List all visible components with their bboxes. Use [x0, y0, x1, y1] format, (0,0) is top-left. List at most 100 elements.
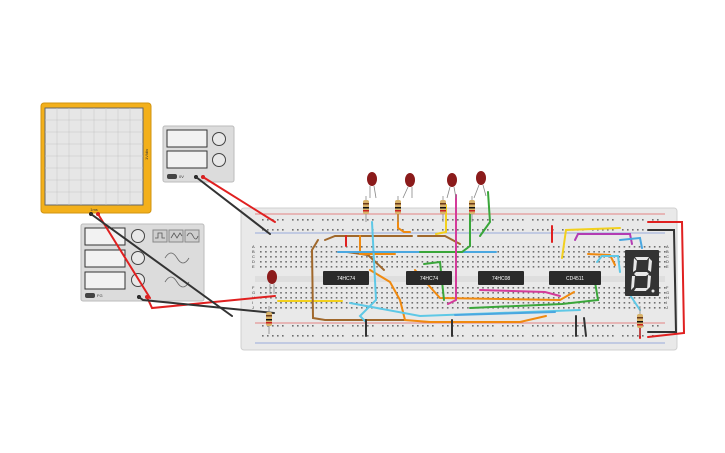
breadboard-hole[interactable] — [411, 246, 414, 248]
breadboard-hole[interactable] — [305, 287, 308, 289]
breadboard-hole[interactable] — [567, 325, 569, 327]
breadboard-hole[interactable] — [522, 261, 525, 263]
breadboard-hole[interactable] — [270, 251, 272, 253]
breadboard-hole[interactable] — [507, 266, 510, 268]
breadboard-hole[interactable] — [320, 256, 323, 258]
breadboard-hole[interactable] — [421, 292, 424, 294]
breadboard-hole[interactable] — [300, 261, 302, 263]
breadboard-hole[interactable] — [350, 307, 353, 309]
breadboard-hole[interactable] — [532, 335, 534, 337]
breadboard-hole[interactable] — [382, 325, 384, 327]
breadboard-hole[interactable] — [381, 287, 383, 289]
breadboard-hole[interactable] — [537, 287, 540, 289]
breadboard-hole[interactable] — [451, 256, 454, 258]
breadboard-hole[interactable] — [573, 256, 575, 258]
breadboard-hole[interactable] — [325, 292, 328, 294]
breadboard-hole[interactable] — [396, 302, 398, 304]
breadboard-hole[interactable] — [315, 292, 318, 294]
chip-body[interactable] — [549, 271, 601, 285]
breadboard-hole[interactable] — [401, 297, 403, 299]
breadboard-hole[interactable] — [653, 307, 656, 309]
breadboard-hole[interactable] — [522, 297, 525, 299]
breadboard-hole[interactable] — [497, 302, 499, 304]
breadboard-hole[interactable] — [552, 261, 555, 263]
breadboard-hole[interactable] — [552, 335, 554, 337]
wire-pink[interactable] — [479, 289, 561, 297]
breadboard-hole[interactable] — [411, 292, 414, 294]
breadboard-hole[interactable] — [315, 297, 318, 299]
breadboard-hole[interactable] — [568, 256, 570, 258]
breadboard-hole[interactable] — [427, 325, 429, 327]
breadboard-hole[interactable] — [658, 251, 661, 253]
breadboard-hole[interactable] — [572, 219, 574, 221]
breadboard-hole[interactable] — [412, 229, 414, 231]
wire-power-positive[interactable] — [202, 176, 276, 223]
breadboard-hole[interactable] — [270, 302, 272, 304]
breadboard-hole[interactable] — [431, 256, 434, 258]
breadboard-hole[interactable] — [332, 229, 334, 231]
breadboard-hole[interactable] — [512, 256, 515, 258]
breadboard-hole[interactable] — [542, 307, 545, 309]
resistor[interactable] — [363, 196, 369, 222]
breadboard-hole[interactable] — [497, 256, 499, 258]
breadboard-hole[interactable] — [302, 335, 304, 337]
breadboard-hole[interactable] — [436, 292, 439, 294]
breadboard-hole[interactable] — [593, 307, 595, 309]
breadboard-hole[interactable] — [537, 256, 540, 258]
breadboard-hole[interactable] — [332, 325, 334, 327]
breadboard-hole[interactable] — [362, 229, 364, 231]
breadboard-hole[interactable] — [426, 261, 429, 263]
breadboard-hole[interactable] — [315, 256, 318, 258]
breadboard-hole[interactable] — [532, 261, 535, 263]
breadboard-hole[interactable] — [472, 261, 474, 263]
breadboard-hole[interactable] — [607, 335, 609, 337]
breadboard-hole[interactable] — [260, 251, 262, 253]
breadboard-hole[interactable] — [477, 266, 479, 268]
breadboard-hole[interactable] — [280, 251, 282, 253]
breadboard-hole[interactable] — [411, 287, 414, 289]
breadboard-hole[interactable] — [517, 229, 519, 231]
breadboard-hole[interactable] — [436, 307, 439, 309]
breadboard-hole[interactable] — [272, 325, 274, 327]
breadboard-hole[interactable] — [325, 256, 328, 258]
breadboard-hole[interactable] — [292, 335, 294, 337]
breadboard-hole[interactable] — [406, 297, 409, 299]
breadboard-hole[interactable] — [623, 292, 626, 294]
breadboard-hole[interactable] — [467, 302, 469, 304]
breadboard-hole[interactable] — [482, 246, 484, 248]
breadboard-hole[interactable] — [340, 246, 343, 248]
breadboard-hole[interactable] — [618, 297, 621, 299]
breadboard-hole[interactable] — [578, 287, 580, 289]
breadboard-hole[interactable] — [537, 251, 540, 253]
wire-pink[interactable] — [447, 194, 457, 305]
breadboard-hole[interactable] — [366, 287, 368, 289]
breadboard-hole[interactable] — [622, 219, 624, 221]
breadboard-hole[interactable] — [608, 307, 610, 309]
breadboard-hole[interactable] — [492, 297, 494, 299]
breadboard-hole[interactable] — [568, 251, 570, 253]
breadboard-hole[interactable] — [507, 246, 510, 248]
breadboard-hole[interactable] — [608, 297, 610, 299]
breadboard-hole[interactable] — [315, 266, 318, 268]
breadboard-hole[interactable] — [290, 292, 292, 294]
breadboard-hole[interactable] — [502, 261, 504, 263]
breadboard-hole[interactable] — [597, 219, 599, 221]
breadboard-hole[interactable] — [431, 266, 434, 268]
breadboard-hole[interactable] — [608, 302, 610, 304]
breadboard-hole[interactable] — [376, 297, 378, 299]
breadboard-hole[interactable] — [532, 302, 535, 304]
breadboard-hole[interactable] — [664, 297, 666, 299]
breadboard-hole[interactable] — [401, 266, 403, 268]
breadboard-hole[interactable] — [593, 287, 595, 289]
breadboard-hole[interactable] — [568, 292, 570, 294]
breadboard-hole[interactable] — [292, 325, 294, 327]
breadboard-hole[interactable] — [542, 246, 545, 248]
breadboard-hole[interactable] — [492, 246, 494, 248]
breadboard-hole[interactable] — [345, 246, 348, 248]
breadboard-hole[interactable] — [421, 307, 424, 309]
breadboard-hole[interactable] — [598, 266, 600, 268]
breadboard-hole[interactable] — [342, 229, 344, 231]
breadboard-hole[interactable] — [497, 246, 499, 248]
breadboard-hole[interactable] — [583, 292, 585, 294]
breadboard-hole[interactable] — [422, 325, 424, 327]
